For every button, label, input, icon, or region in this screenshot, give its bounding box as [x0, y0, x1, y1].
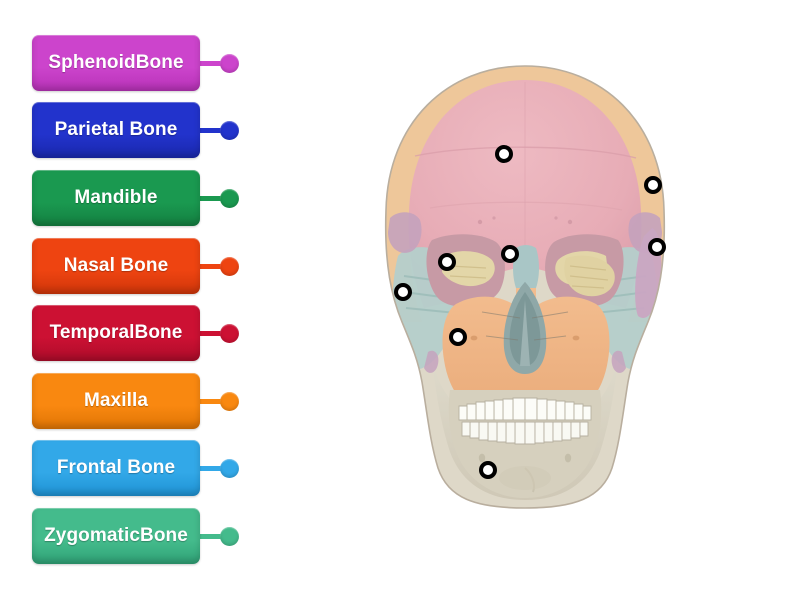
- marker-mandible[interactable]: [479, 461, 497, 479]
- label-text-maxilla: Maxilla: [83, 389, 149, 411]
- connector-stem-mandible: [200, 195, 222, 201]
- connector-knob-mandible[interactable]: [220, 188, 239, 208]
- label-connector-zygomatic-bone: [200, 508, 239, 564]
- label-connector-mandible: [200, 170, 239, 226]
- label-row-frontal-bone[interactable]: Frontal Bone: [32, 440, 239, 496]
- label-row-parietal-bone[interactable]: Parietal Bone: [32, 102, 239, 158]
- label-text-frontal-bone: Frontal Bone: [56, 456, 176, 478]
- label-connector-temporal-bone: [200, 305, 239, 361]
- connector-knob-maxilla[interactable]: [220, 391, 239, 411]
- label-chip-nasal-bone[interactable]: Nasal Bone: [32, 238, 200, 294]
- connector-stem-zygomatic-bone: [200, 533, 222, 539]
- connector-knob-parietal-bone[interactable]: [220, 120, 239, 140]
- connector-stem-parietal-bone: [200, 127, 222, 133]
- connector-knob-nasal-bone[interactable]: [220, 256, 239, 276]
- marker-cranium-top[interactable]: [495, 145, 513, 163]
- connector-knob-temporal-bone[interactable]: [220, 323, 239, 343]
- label-connector-maxilla: [200, 373, 239, 429]
- label-chip-frontal-bone[interactable]: Frontal Bone: [32, 440, 200, 496]
- label-text-parietal-bone: Parietal Bone: [54, 118, 178, 140]
- connector-stem-frontal-bone: [200, 465, 222, 471]
- marker-maxilla[interactable]: [449, 328, 467, 346]
- connector-knob-sphenoid-bone[interactable]: [220, 53, 239, 73]
- label-row-nasal-bone[interactable]: Nasal Bone: [32, 238, 239, 294]
- marker-orbit-left[interactable]: [438, 253, 456, 271]
- marker-right-lower[interactable]: [648, 238, 666, 256]
- label-text-sphenoid-bone: Sphenoid: [48, 51, 136, 73]
- label-text-zygomatic-bone: Zygomatic: [44, 524, 140, 546]
- label-text-line2-temporal-bone: Bone: [134, 321, 183, 343]
- label-chip-mandible[interactable]: Mandible: [32, 170, 200, 226]
- connector-stem-nasal-bone: [200, 263, 222, 269]
- skull-illustration: [370, 60, 680, 530]
- label-chip-parietal-bone[interactable]: Parietal Bone: [32, 102, 200, 158]
- label-connector-sphenoid-bone: [200, 35, 239, 91]
- connector-stem-temporal-bone: [200, 330, 222, 336]
- connector-knob-frontal-bone[interactable]: [220, 458, 239, 478]
- marker-temple-left[interactable]: [394, 283, 412, 301]
- label-connector-frontal-bone: [200, 440, 239, 496]
- connector-knob-zygomatic-bone[interactable]: [220, 526, 239, 546]
- label-text-mandible: Mandible: [74, 186, 158, 208]
- label-connector-nasal-bone: [200, 238, 239, 294]
- connector-stem-maxilla: [200, 398, 222, 404]
- label-row-mandible[interactable]: Mandible: [32, 170, 239, 226]
- marker-right-upper[interactable]: [644, 176, 662, 194]
- label-text-nasal-bone: Nasal Bone: [63, 254, 169, 276]
- label-connector-parietal-bone: [200, 102, 239, 158]
- marker-nasal-bridge[interactable]: [501, 245, 519, 263]
- label-text-line2-sphenoid-bone: Bone: [135, 51, 184, 73]
- label-chip-maxilla[interactable]: Maxilla: [32, 373, 200, 429]
- label-text-temporal-bone: Temporal: [49, 321, 135, 343]
- label-row-maxilla[interactable]: Maxilla: [32, 373, 239, 429]
- connector-stem-sphenoid-bone: [200, 60, 222, 66]
- label-text-line2-zygomatic-bone: Bone: [140, 524, 188, 546]
